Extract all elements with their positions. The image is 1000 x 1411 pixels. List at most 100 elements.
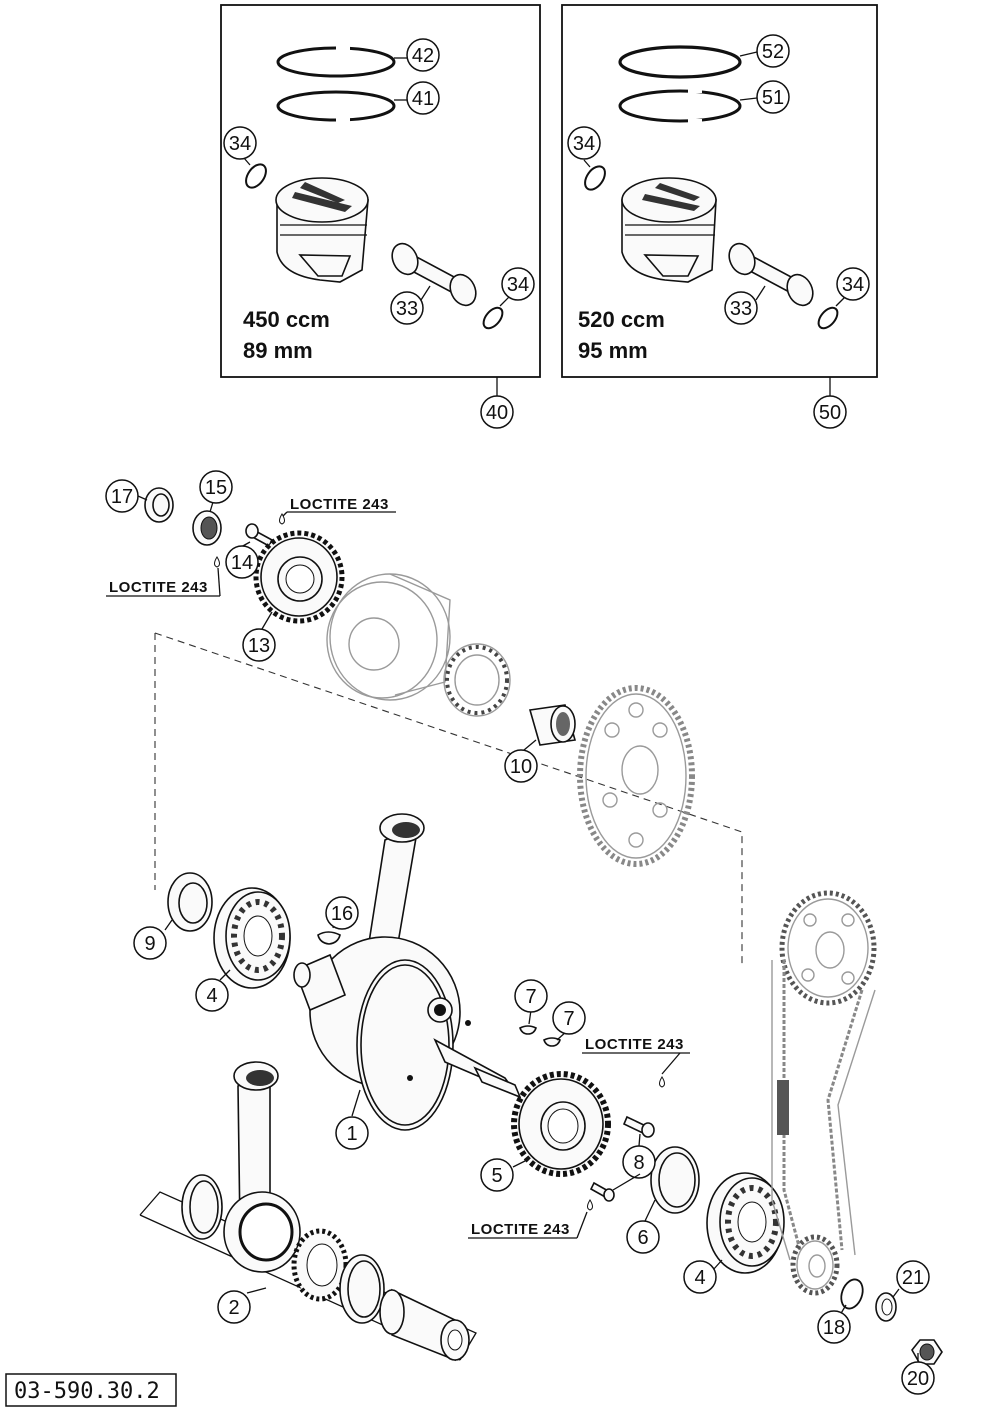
piston-520 [621,177,717,283]
callout-10: 10 [504,749,538,783]
callout-34: 34 [836,267,870,301]
callout-1: 1 [335,1116,369,1150]
svg-text:13: 13 [248,635,270,657]
loctite-drop [659,1076,665,1088]
piston-ring-42 [276,46,396,78]
piston-pin-33 [728,242,814,307]
circlip-34b [817,306,839,330]
crankshaft-assembly: LOCTITE 243 LOCTITE 243 9 16 4 1 7 7 5 8… [133,813,785,1294]
svg-text:17: 17 [111,486,133,508]
svg-text:5: 5 [491,1165,502,1187]
woodruff-key-7 [519,1025,537,1035]
bearing-4 [213,887,291,989]
seal-15 [192,510,222,546]
needle-bearing [291,1228,349,1302]
svg-text:2: 2 [228,1297,239,1319]
callout-21: 21 [896,1260,930,1294]
svg-text:4: 4 [694,1267,705,1289]
svg-text:7: 7 [525,986,536,1008]
callout-42: 42 [406,38,440,72]
callout-9: 9 [133,926,167,960]
svg-text:18: 18 [823,1317,845,1339]
callout-7: 7 [514,979,548,1013]
loctite-drop [587,1199,593,1211]
callout-14: 14 [225,545,259,579]
callout-51: 51 [756,80,790,114]
washer-6 [650,1146,700,1214]
kit-520-bore: 95 mm [578,338,648,363]
gear-5 [511,1071,611,1177]
circlip-34 [245,163,267,189]
callout-33: 33 [724,291,758,325]
callout-4: 4 [195,978,229,1012]
svg-text:10: 10 [510,756,532,778]
callout-8: 8 [622,1145,656,1179]
svg-text:34: 34 [842,274,864,296]
gear-13 [253,530,345,624]
callout-7: 7 [552,1001,586,1035]
piston-kit-520: 520 ccm 95 mm 52 51 34 33 34 50 [561,4,878,429]
svg-text:1: 1 [346,1123,357,1145]
drawing-number: 03-590.30.2 [14,1379,160,1404]
bolt-14 [245,523,274,548]
svg-text:40: 40 [486,402,508,424]
callout-50: 50 [813,395,847,429]
callout-6: 6 [626,1220,660,1254]
kit-450-frame [220,4,541,378]
callout-34: 34 [501,267,535,301]
freewheel [443,643,511,717]
svg-text:42: 42 [412,45,434,67]
conrod-kit-2: 2 [139,1061,477,1362]
kit-520-frame [561,4,878,378]
svg-text:6: 6 [637,1227,648,1249]
callout-16: 16 [325,896,359,930]
piston-ring-52 [618,45,742,79]
loctite-label: LOCTITE 243 [471,1221,570,1238]
woodruff-key-7 [543,1037,561,1047]
drawing-number-box: 03-590.30.2 [5,1373,177,1407]
svg-text:33: 33 [730,298,752,320]
loctite-label: LOCTITE 243 [585,1036,684,1053]
piston-pin-33 [391,242,477,307]
svg-text:16: 16 [331,903,353,925]
callout-4: 4 [683,1260,717,1294]
svg-text:15: 15 [205,477,227,499]
callout-41: 41 [406,81,440,115]
callout-34: 34 [567,126,601,160]
svg-text:8: 8 [633,1152,644,1174]
svg-text:33: 33 [396,298,418,320]
callout-13: 13 [242,628,276,662]
piston-ring-41 [276,90,396,122]
needle-bearing-10 [528,704,577,746]
circlip-18 [840,1278,864,1310]
crank-sprocket [790,1234,840,1296]
camshaft-sprocket [779,890,877,1006]
seal-9 [167,872,213,932]
svg-text:41: 41 [412,88,434,110]
svg-text:52: 52 [762,41,784,63]
crankshaft-1 [293,813,522,1131]
svg-text:34: 34 [573,133,595,155]
seal-17 [144,487,174,523]
svg-text:34: 34 [507,274,529,296]
svg-text:21: 21 [902,1267,924,1289]
callout-5: 5 [480,1158,514,1192]
svg-text:7: 7 [563,1008,574,1030]
svg-text:50: 50 [819,402,841,424]
circlip-34 [584,165,606,191]
svg-text:51: 51 [762,87,784,109]
callout-52: 52 [756,34,790,68]
callout-40: 40 [480,395,514,429]
callout-15: 15 [199,470,233,504]
bolt-8 [589,1115,655,1202]
connecting-rod [223,1061,301,1273]
flywheel [326,573,451,701]
callout-2: 2 [217,1290,251,1324]
loctite-label: LOCTITE 243 [290,496,389,513]
piston-ring-51 [618,89,742,123]
loctite-drop [279,513,285,525]
callout-33: 33 [390,291,424,325]
bearing-4 [706,1172,785,1274]
nut-20 [911,1339,943,1365]
